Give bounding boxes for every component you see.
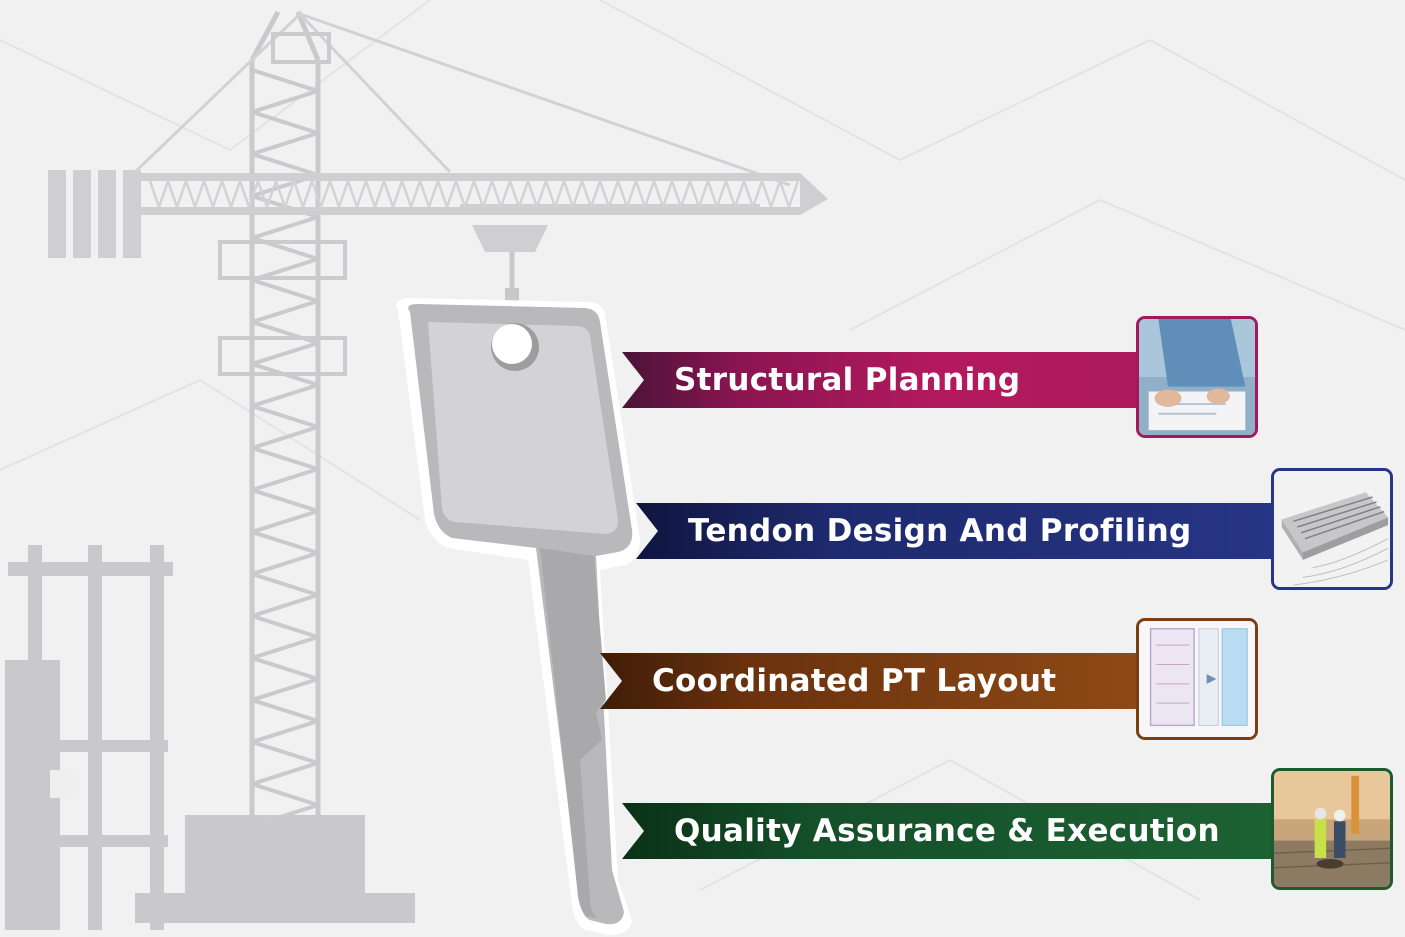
background-pattern xyxy=(0,0,1405,901)
tendon-slab-render-image xyxy=(1271,468,1393,590)
item-label: Coordinated PT Layout xyxy=(652,663,1057,699)
item-band-tendon-design: Tendon Design And Profiling xyxy=(636,503,1276,559)
key-icon xyxy=(396,298,640,935)
item-label: Tendon Design And Profiling xyxy=(688,513,1192,549)
item-band-structural-planning: Structural Planning xyxy=(622,352,1142,408)
building-frame-icon xyxy=(5,545,415,930)
item-label: Structural Planning xyxy=(674,362,1021,398)
item-band-quality-assurance: Quality Assurance & Execution xyxy=(622,803,1274,859)
site-engineers-inspection-image xyxy=(1271,768,1393,890)
item-band-pt-layout: Coordinated PT Layout xyxy=(600,653,1140,709)
item-label: Quality Assurance & Execution xyxy=(674,813,1220,849)
engineer-drawing-plans-image xyxy=(1136,316,1258,438)
pt-layout-drawing-image xyxy=(1136,618,1258,740)
tower-crane-icon xyxy=(48,10,828,828)
